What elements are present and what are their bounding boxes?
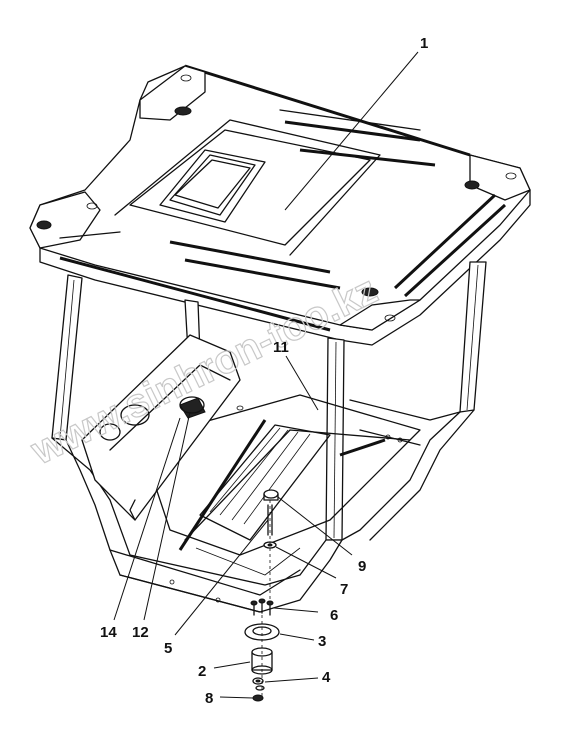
callout-5: 5 <box>164 640 172 657</box>
callout-9: 9 <box>358 558 366 575</box>
callout-14: 14 <box>100 624 117 641</box>
exploded-parts <box>244 489 280 702</box>
callout-7: 7 <box>340 581 348 598</box>
roof-assembly <box>29 64 531 346</box>
leader-lines <box>113 51 419 699</box>
callout-1: 1 <box>420 35 428 52</box>
callout-labels: 1 2 3 4 5 6 7 8 9 11 12 14 <box>100 35 428 707</box>
callout-6: 6 <box>330 607 338 624</box>
callout-12: 12 <box>132 624 149 641</box>
cab-floor <box>51 334 461 613</box>
callout-11: 11 <box>273 339 289 356</box>
callout-8: 8 <box>205 690 213 707</box>
callout-3: 3 <box>318 633 326 650</box>
callout-2: 2 <box>198 663 206 680</box>
callout-4: 4 <box>322 669 331 686</box>
